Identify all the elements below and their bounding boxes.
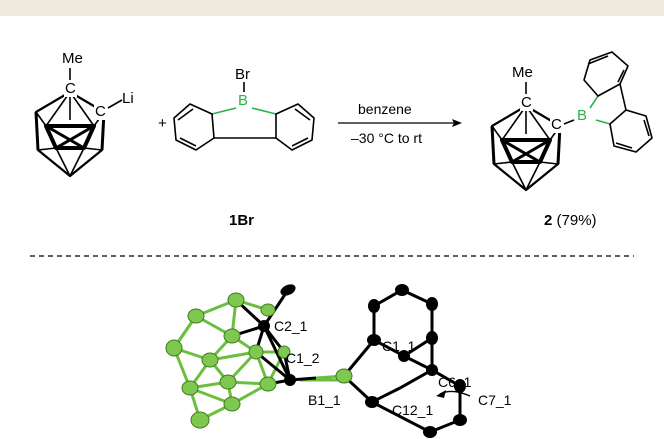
atom-label-c2-1: C2_1	[274, 318, 308, 334]
atom-label-c7-1: C7_1	[478, 392, 512, 408]
yield-label: (79%)	[552, 212, 597, 229]
product-boron-label: B	[577, 107, 588, 124]
atom-label-b1-1: B1_1	[308, 392, 341, 408]
top-band	[0, 0, 664, 16]
methyl-label: Me	[62, 50, 83, 67]
atom-label-c1-2: C1_2	[286, 350, 320, 366]
compound-number-2: 2	[544, 212, 553, 229]
temperature-label: –30 °C to rt	[351, 130, 422, 146]
bromine-label: Br	[235, 66, 250, 83]
borafluorene-product	[583, 51, 653, 153]
carborane-cage-reactant	[34, 68, 123, 178]
product-carbon-right-label: C	[550, 116, 563, 133]
crystal-structure	[165, 284, 471, 438]
compound-label-2: 2 (79%)	[544, 212, 597, 229]
compound-label-1br: 1Br	[229, 212, 255, 229]
lithium-label: Li	[122, 90, 134, 107]
product-carbon-top-label: C	[520, 94, 533, 111]
reaction-arrow	[338, 119, 462, 127]
carborane-cage-product	[490, 82, 575, 192]
atom-label-c6-1: C6_1	[438, 374, 472, 390]
product-methyl-label: Me	[512, 64, 533, 81]
boron-label: B	[238, 92, 249, 109]
atom-label-c1-1: C1_1	[382, 338, 416, 354]
borafluorene-reactant	[173, 82, 315, 151]
solvent-label: benzene	[358, 101, 412, 117]
plus-sign: +	[158, 115, 167, 132]
cage-carbon-right-label: C	[94, 103, 107, 120]
cage-carbon-top-label: C	[64, 80, 77, 97]
atom-label-c12-1: C12_1	[392, 402, 434, 418]
